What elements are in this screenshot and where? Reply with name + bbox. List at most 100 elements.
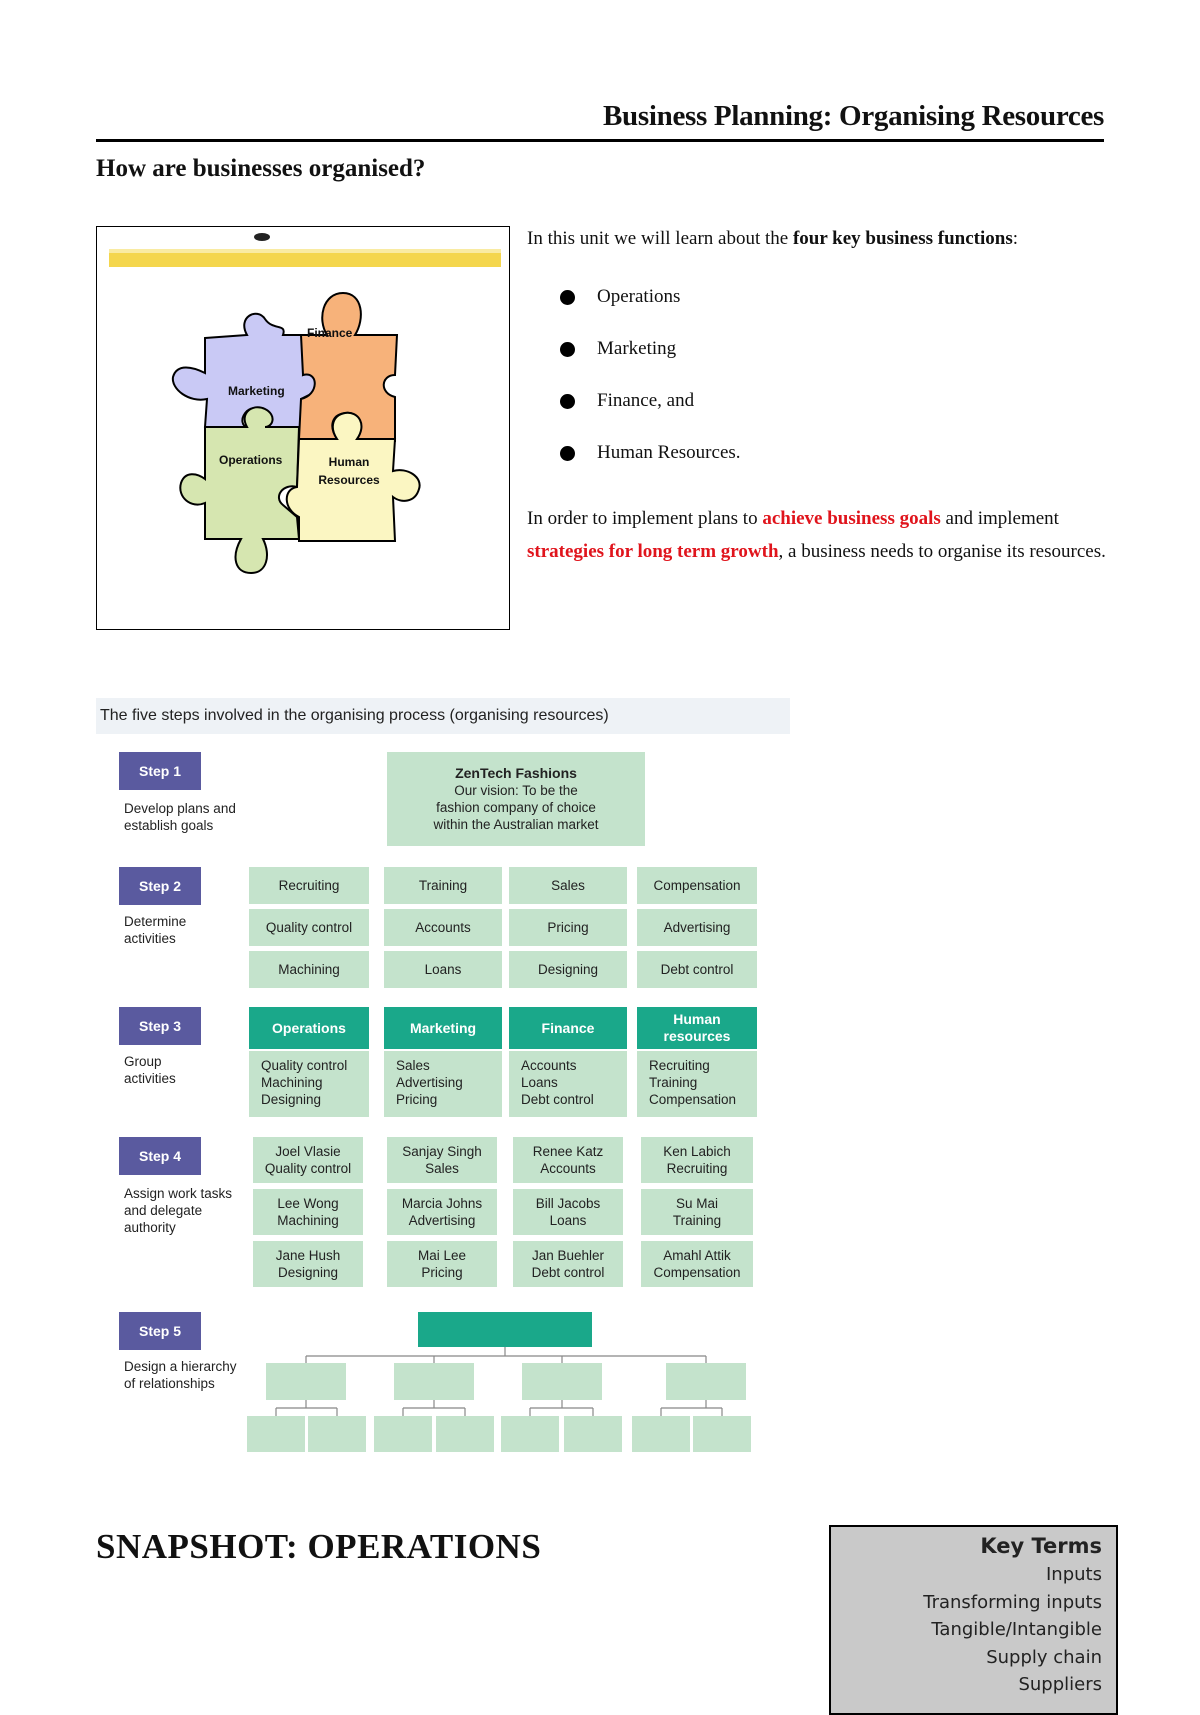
puzzle-label-marketing: Marketing [228,384,285,398]
activity-box: Training [384,867,502,904]
vision-text: Our vision: To be the fashion company of… [433,783,599,832]
puzzle-svg [109,233,501,575]
intro-sentence: In this unit we will learn about the fou… [527,228,1107,251]
activity-box: Pricing [509,909,627,946]
assignment-box: Amahl Attik Compensation [641,1241,753,1287]
marketing-piece [171,312,320,428]
step-description: Design a hierarchy of relationships [124,1359,237,1391]
activity-box: Accounts [384,909,502,946]
group-header: Marketing [384,1007,502,1049]
bullet-icon [560,445,575,461]
hierarchy-low-box [436,1416,494,1452]
group-items: Recruiting Training Compensation [637,1051,757,1117]
para-highlight: strategies for long term growth [527,541,779,562]
activity-box: Recruiting [249,867,369,904]
group-items: Sales Advertising Pricing [384,1051,502,1117]
hierarchy-mid-box [266,1363,346,1400]
page-title: Business Planning: Organising Resources [603,100,1104,132]
key-term: Transforming inputs [923,1591,1102,1613]
assignment-box: Jane Hush Designing [253,1241,363,1287]
list-item: Marketing [560,323,741,375]
assignment-box: Ken Labich Recruiting [641,1137,753,1183]
step-badge: Step 4 [119,1137,201,1175]
step-description: Group activities [124,1054,176,1086]
functions-list: Operations Marketing Finance, and Human … [560,271,741,479]
key-terms-title: Key Terms [980,1534,1102,1558]
hierarchy-low-box [501,1416,559,1452]
bullet-icon [560,341,575,357]
hierarchy-low-box [632,1416,690,1452]
assignment-box: Renee Katz Accounts [513,1137,623,1183]
human-resources-piece [285,411,421,542]
step-badge: Step 3 [119,1007,201,1045]
assignment-box: Joel Vlasie Quality control [253,1137,363,1183]
activity-box: Advertising [637,909,757,946]
key-term: Inputs [1046,1564,1102,1585]
puzzle-label-operations: Operations [219,453,283,467]
puzzle-label-finance: Finance [307,326,353,340]
group-items: Accounts Loans Debt control [509,1051,627,1117]
hierarchy-low-box [564,1416,622,1452]
group-header: Human resources [637,1007,757,1049]
title-underline [96,139,1104,142]
step-description: Assign work tasks and delegate authority [124,1186,233,1235]
group-items: Quality control Machining Designing [249,1051,369,1117]
para-text: and implement [945,508,1059,529]
list-item-text: Marketing [597,338,677,359]
activity-box: Debt control [637,951,757,988]
step-badge: Step 2 [119,867,201,905]
assignment-box: Sanjay Singh Sales [387,1137,497,1183]
list-item: Operations [560,271,741,323]
activity-box: Sales [509,867,627,904]
activity-box: Loans [384,951,502,988]
finance-piece [297,291,399,443]
hierarchy-low-box [374,1416,432,1452]
puzzle-illustration: Finance Marketing Operations Human Resou… [96,226,510,630]
hierarchy-chart [247,1312,751,1452]
assignment-box: Jan Buehler Debt control [513,1241,623,1287]
activity-box: Designing [509,951,627,988]
step-description: Develop plans and establish goals [124,801,236,833]
section-heading: How are businesses organised? [96,155,426,182]
activity-box: Quality control [249,909,369,946]
puzzle-label-human-resources: Human Resources [318,455,380,487]
key-term: Suppliers [1018,1674,1102,1695]
intro-lead: In this unit we will learn about the [527,228,789,249]
step-badge: Step 5 [119,1312,201,1350]
diagram-title: The five steps involved in the organisin… [96,698,790,734]
vision-box: ZenTech Fashions Our vision: To be the f… [387,752,645,846]
group-header: Operations [249,1007,369,1049]
hierarchy-top-box [418,1312,592,1347]
para-highlight: achieve business goals [762,508,941,529]
key-term: Supply chain [986,1646,1102,1668]
organise-paragraph: In order to implement plans to achieve b… [527,502,1117,568]
company-name: ZenTech Fashions [455,765,577,781]
list-item: Human Resources. [560,427,741,479]
bullet-icon [560,393,575,409]
hierarchy-low-box [308,1416,366,1452]
step-description: Determine activities [124,914,187,946]
hierarchy-mid-box [522,1363,602,1400]
list-item-text: Finance, and [597,390,695,411]
hierarchy-mid-box [394,1363,474,1400]
operations-piece [179,406,301,575]
assignment-box: Lee Wong Machining [253,1189,363,1235]
para-text: , a business needs to organise its resou… [778,541,1106,562]
organising-steps-diagram: The five steps involved in the organisin… [96,698,790,1458]
step-badge: Step 1 [119,752,201,790]
snapshot-heading: SNAPSHOT: OPERATIONS [96,1527,542,1566]
list-item-text: Human Resources. [597,442,741,463]
assignment-box: Mai Lee Pricing [387,1241,497,1287]
bullet-icon [560,289,575,305]
assignment-box: Su Mai Training [641,1189,753,1235]
list-item-text: Operations [597,286,681,307]
intro-lead-end: : [1012,228,1019,249]
hierarchy-low-box [693,1416,751,1452]
para-text: In order to implement plans to [527,508,758,529]
group-header: Finance [509,1007,627,1049]
hierarchy-mid-box [666,1363,746,1400]
list-item: Finance, and [560,375,741,427]
key-term: Tangible/Intangible [931,1619,1102,1640]
hierarchy-low-box [247,1416,305,1452]
activity-box: Compensation [637,867,757,904]
